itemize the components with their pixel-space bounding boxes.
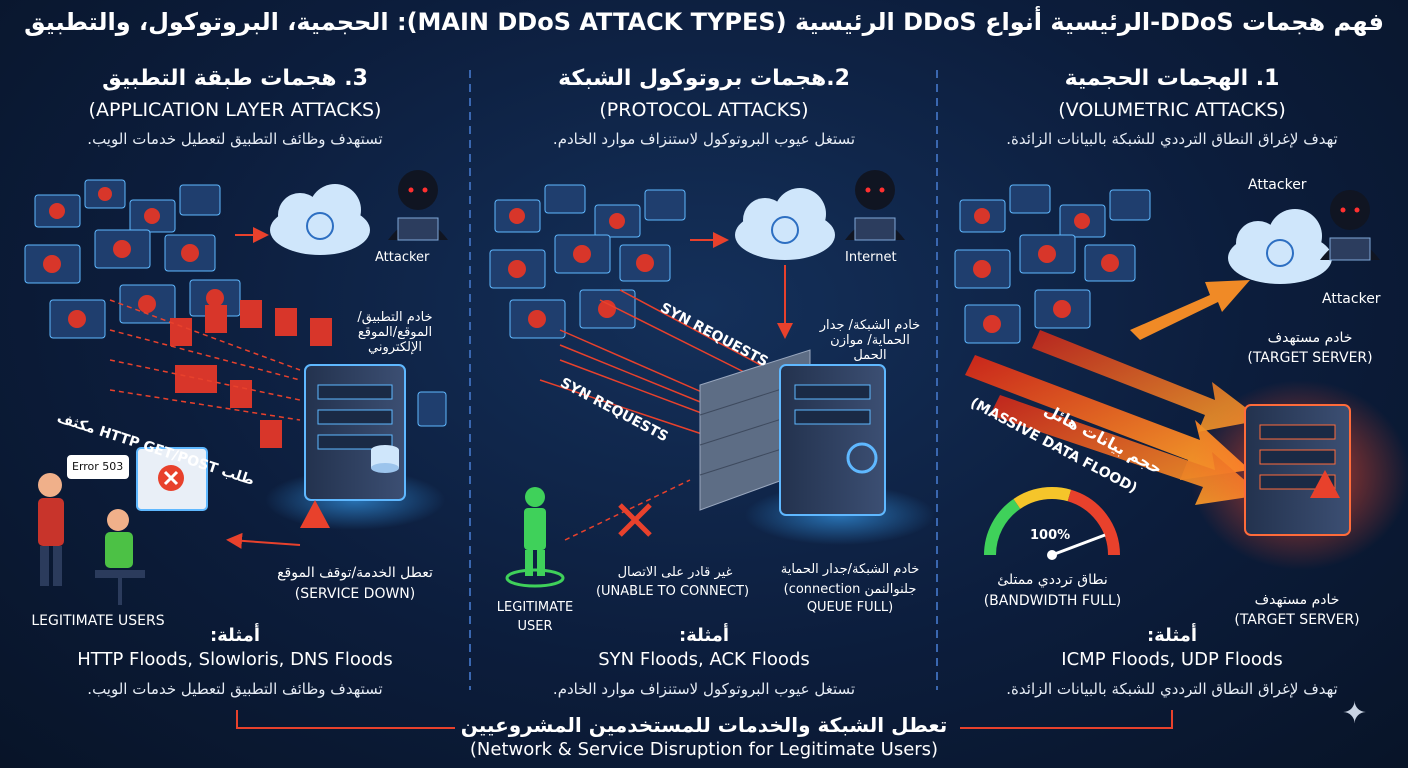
botnet-devices-right — [954, 184, 1151, 344]
syn-request-lines — [539, 289, 771, 441]
protocol-server-label: خادم الشبكة/ جدار الحماية/ موازن الحمل — [819, 318, 921, 363]
http-flood-documents — [109, 299, 332, 448]
footer-title-ar: تعطل الشبكة والخدمات للمستخدمين المشروعي… — [460, 713, 948, 737]
target-server-en: (TARGET SERVER) — [1247, 350, 1373, 366]
app-server-icon — [265, 364, 447, 530]
target-server-en-2: (TARGET SERVER) — [1234, 612, 1360, 628]
hacker-icon-middle — [845, 170, 905, 241]
gear-icon — [846, 442, 878, 474]
bandwidth-full-en: (BANDWIDTH FULL) — [983, 593, 1122, 609]
target-server-ar-2: خادم مستهدف — [1254, 592, 1340, 608]
protocol-examples-description: تستغل عيوب البروتوكول لاستنزاف موارد الخ… — [552, 680, 856, 698]
application-heading-ar: 3. هجمات طبقة التطبيق — [102, 66, 368, 91]
volumetric-attacker-label-2: Attacker — [1322, 291, 1381, 307]
footer-title-en: (Network & Service Disruption for Legiti… — [469, 739, 939, 760]
legitimate-user-label-2: USER — [517, 619, 553, 634]
volumetric-examples-heading: أمثلة: — [1146, 625, 1198, 646]
cloud-icon-right — [1228, 209, 1332, 284]
unable-connect-en: (UNABLE TO CONNECT) — [595, 584, 750, 599]
protocol-heading-ar: 2.هجمات بروتوكول الشبكة — [558, 66, 850, 91]
service-down-ar: تعطل الخدمة/توقف الموقع — [277, 565, 433, 581]
application-examples-description: تستهدف وظائف التطبيق لتعطيل خدمات الويب. — [87, 680, 383, 698]
error-503-label: Error 503 — [72, 460, 124, 473]
unable-connect-ar: غير قادر على الاتصال — [617, 565, 733, 580]
hacker-icon-left — [388, 170, 448, 241]
protocol-server-icon — [745, 364, 935, 545]
volumetric-attacker-label-1: Attacker — [1248, 177, 1307, 193]
gauge-value: 100% — [1030, 528, 1071, 543]
application-heading-en: (APPLICATION LAYER ATTACKS) — [88, 99, 382, 121]
legitimate-user-label-1: LEGITIMATE — [496, 600, 574, 615]
target-server-ar: خادم مستهدف — [1267, 330, 1353, 346]
internet-cloud-icon — [735, 188, 835, 260]
target-server-icon — [1190, 380, 1408, 570]
legitimate-users-label: LEGITIMATE USERS — [31, 613, 165, 629]
botnet-devices-middle — [489, 184, 686, 339]
legitimate-user-middle — [505, 487, 565, 588]
service-down-en: (SERVICE DOWN) — [294, 586, 416, 602]
volumetric-heading-en: (VOLUMETRIC ATTACKS) — [1058, 99, 1286, 121]
page-title: فهم هجمات DDoS-الرئيسية أنواع DDoS الرئي… — [24, 8, 1384, 36]
application-examples-heading: أمثلة: — [209, 625, 261, 646]
volumetric-examples: ICMP Floods, UDP Floods — [1061, 649, 1283, 670]
queue-full-en-1: (connection جلنوالنمن — [783, 582, 917, 597]
volumetric-heading-ar: 1. الهجمات الحجمية — [1064, 66, 1280, 91]
bandwidth-full-ar: نطاق ترددي ممتلئ — [997, 572, 1108, 588]
cloud-icon-left — [270, 184, 370, 255]
warning-icon-right — [1310, 470, 1340, 498]
bandwidth-gauge-icon — [984, 487, 1120, 560]
application-server-label: خادم التطبيق/ الموقع/الموقع الإلكتروني — [357, 310, 433, 355]
application-examples: HTTP Floods, Slowloris, DNS Floods — [77, 649, 393, 670]
botnet-devices-left — [24, 179, 241, 339]
footer-bracket — [236, 710, 1173, 729]
error-monitor-icon — [67, 447, 208, 511]
volumetric-examples-description: تهدف لإغراق النطاق الترددي للشبكة بالبيا… — [1006, 680, 1338, 698]
legitimate-users-icon — [38, 473, 145, 605]
application-attacker-label: Attacker — [375, 250, 430, 265]
protocol-examples: SYN Floods, ACK Floods — [598, 649, 810, 670]
protocol-examples-heading: أمثلة: — [678, 625, 730, 646]
hacker-icon-right — [1320, 190, 1380, 261]
connection-blocked-icon — [618, 503, 652, 537]
sparkle-icon: ✦ — [1342, 696, 1368, 731]
application-description: تستهدف وظائف التطبيق لتعطيل خدمات الويب. — [87, 130, 383, 148]
volumetric-description: تهدف لإغراق النطاق الترددي للشبكة بالبيا… — [1006, 130, 1338, 148]
protocol-heading-en: (PROTOCOL ATTACKS) — [599, 99, 809, 121]
queue-full-ar: خادم الشبكة/جدار الحماية — [780, 562, 920, 577]
queue-full-en-2: QUEUE FULL) — [806, 600, 894, 615]
internet-label: Internet — [845, 250, 897, 265]
warning-icon-left — [300, 500, 330, 528]
protocol-description: تستغل عيوب البروتوكول لاستنزاف موارد الخ… — [552, 130, 856, 148]
